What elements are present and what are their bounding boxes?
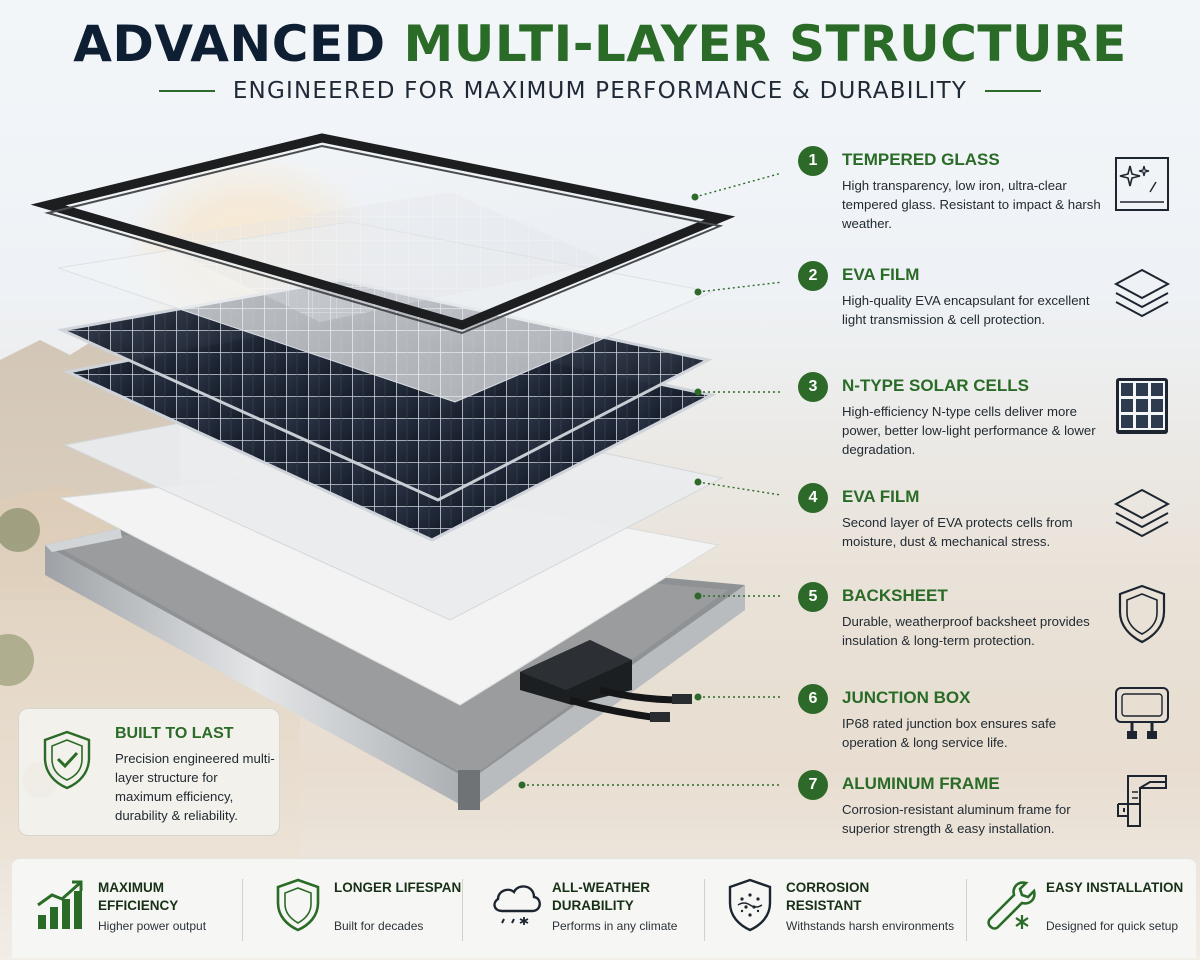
title-part-advanced: ADVANCED <box>73 15 386 73</box>
layer-title: EVA FILM <box>842 487 920 506</box>
benefit-title: MAXIMUM EFFICIENCY <box>98 880 179 913</box>
layer-title: JUNCTION BOX <box>842 688 971 707</box>
layer-description: Durable, weatherproof backsheet provides… <box>842 614 1090 648</box>
shield-icon <box>276 878 320 932</box>
benefit-subtitle: Higher power output <box>98 919 207 933</box>
exploded-panel-illustration <box>30 133 780 810</box>
benefit-title: EASY INSTALLATION <box>1046 880 1184 895</box>
card-title: BUILT TO LAST <box>115 725 234 742</box>
benefit-divider <box>242 879 243 941</box>
layer-number-badge: 2 <box>798 261 828 291</box>
layer-title: EVA FILM <box>842 265 920 284</box>
layer-number-badge: 1 <box>798 146 828 176</box>
benefit-divider <box>966 879 967 941</box>
junction-box-icon <box>1115 687 1169 739</box>
aluminum-profile-icon <box>1117 775 1167 827</box>
benefit-subtitle: Withstands harsh environments <box>786 919 955 933</box>
cloud-weather-icon <box>493 885 541 925</box>
leader-lines <box>522 172 780 786</box>
solar-cell-grid-icon <box>1116 378 1168 434</box>
benefit-divider <box>704 879 705 941</box>
benefit-subtitle: Designed for quick setup <box>1046 919 1179 933</box>
built-to-last-card: BUILT TO LAST Precision engineered multi… <box>18 708 280 836</box>
leader-dots <box>518 193 702 789</box>
subtitle-rule-right <box>985 90 1042 92</box>
shield-texture-icon <box>728 878 772 932</box>
wrench-icon <box>987 881 1036 930</box>
subtitle-row: ENGINEERED FOR MAXIMUM PERFORMANCE & DUR… <box>0 76 1200 106</box>
layer-number-badge: 6 <box>798 684 828 714</box>
layer-description: Corrosion-resistant aluminum frame for s… <box>842 802 1071 836</box>
layer-title: ALUMINUM FRAME <box>842 774 1000 793</box>
title-part-structure: MULTI-LAYER STRUCTURE <box>403 15 1127 73</box>
layer-description: High-quality EVA encapsulant for excelle… <box>842 293 1090 327</box>
layer-number-badge: 3 <box>798 372 828 402</box>
benefit-title: CORROSION RESISTANT <box>786 880 870 913</box>
layer-description: IP68 rated junction box ensures safe ope… <box>842 716 1057 750</box>
layer-title: BACKSHEET <box>842 586 948 605</box>
shield-check-icon <box>43 730 91 790</box>
layer-number-badge: 4 <box>798 483 828 513</box>
benefit-subtitle: Performs in any climate <box>552 919 678 933</box>
stacked-layers-icon <box>1113 488 1171 538</box>
layer-title: TEMPERED GLASS <box>842 150 1000 169</box>
layer-description: High-efficiency N-type cells deliver mor… <box>842 404 1096 457</box>
junction-box <box>520 640 692 722</box>
card-description: Precision engineered multi-layer structu… <box>115 751 275 823</box>
benefit-title: ALL-WEATHER DURABILITY <box>552 880 650 913</box>
benefits-bar: MAXIMUM EFFICIENCY Higher power output L… <box>12 858 1196 958</box>
benefit-title: LONGER LIFESPAN <box>334 880 462 895</box>
page-subtitle: ENGINEERED FOR MAXIMUM PERFORMANCE & DUR… <box>232 78 968 104</box>
layer-number-badge: 5 <box>798 582 828 612</box>
benefit-subtitle: Built for decades <box>334 919 424 933</box>
layer-description: High transparency, low iron, ultra-clear… <box>842 178 1101 231</box>
stacked-layers-icon <box>1113 268 1171 318</box>
benefit-divider <box>462 879 463 941</box>
bar-growth-icon <box>37 880 83 929</box>
layer-description: Second layer of EVA protects cells from … <box>842 515 1073 549</box>
tempered-glass-layer <box>30 133 736 335</box>
layer-number-badge: 7 <box>798 770 828 800</box>
glass-pane-icon <box>1115 157 1169 211</box>
subtitle-rule-left <box>158 90 215 92</box>
shield-icon <box>1118 584 1166 644</box>
layer-title: N-TYPE SOLAR CELLS <box>842 376 1030 395</box>
page-title: ADVANCED MULTI-LAYER STRUCTURE <box>0 14 1200 74</box>
